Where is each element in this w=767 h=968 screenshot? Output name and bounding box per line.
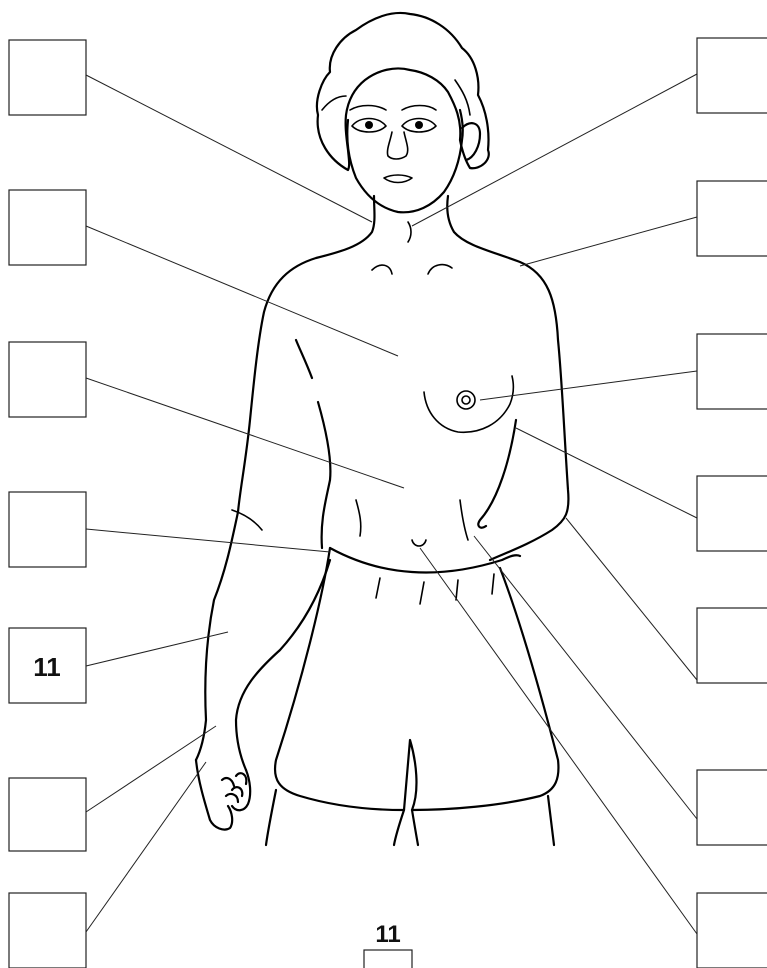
label-box-left-4[interactable]: [9, 492, 86, 567]
label-boxes-left: 11: [9, 40, 86, 968]
shorts-pleat-3: [456, 580, 458, 600]
shorts-pleat-4: [492, 574, 494, 594]
label-box-right-1[interactable]: [697, 38, 767, 113]
waist-left-curve: [356, 500, 361, 536]
page-footer: 11: [364, 921, 412, 968]
leader-right-5: [566, 518, 697, 680]
eyebrow-right: [402, 106, 436, 111]
shorts-pleat-1: [376, 578, 380, 598]
pupil-left: [365, 121, 373, 129]
navel: [412, 540, 426, 546]
left-arm-outer: [196, 512, 238, 760]
leg-inner-right: [412, 810, 418, 845]
label-box-right-6[interactable]: [697, 770, 767, 845]
pupil-right: [415, 121, 423, 129]
label-box-right-7[interactable]: [697, 893, 767, 968]
leg-right: [548, 796, 554, 845]
leader-right-4: [516, 428, 697, 518]
nipple-inner: [462, 396, 470, 404]
label-box-right-2[interactable]: [697, 181, 767, 256]
label-box-left-3[interactable]: [9, 342, 86, 417]
leader-right-3: [480, 371, 697, 400]
leg-left: [266, 790, 276, 845]
torso-outline-right: [447, 196, 568, 560]
clavicle-right: [428, 265, 452, 274]
waist-right-curve: [460, 500, 468, 540]
nipple-outer: [457, 391, 475, 409]
shorts-pleat-2: [420, 582, 424, 604]
label-box-left-7[interactable]: [9, 893, 86, 968]
leader-left-1: [86, 75, 372, 222]
female-figure: [196, 13, 568, 845]
label-box-left-1[interactable]: [9, 40, 86, 115]
label-box-right-3[interactable]: [697, 334, 767, 409]
leader-left-4: [86, 529, 330, 552]
finger-1: [236, 773, 246, 784]
leader-right-6: [474, 536, 697, 819]
mouth: [384, 175, 412, 183]
hair-detail-left: [322, 96, 346, 110]
nose: [387, 132, 407, 159]
leader-right-1: [412, 74, 697, 226]
label-box-right-4[interactable]: [697, 476, 767, 551]
neck-notch: [408, 222, 411, 242]
label-box-left-2[interactable]: [9, 190, 86, 265]
label-boxes-right: [697, 38, 767, 968]
clavicle-left: [372, 265, 392, 274]
footer-number: 11: [375, 921, 400, 948]
breast-outline: [424, 376, 513, 432]
footer-box: [364, 950, 412, 968]
face-outline: [347, 110, 463, 212]
leader-left-3: [86, 378, 404, 488]
leader-left-2: [86, 226, 398, 356]
leader-lines: [86, 74, 697, 934]
leader-right-2: [520, 217, 697, 266]
shorts-outline: [275, 548, 558, 810]
eyebrow-left: [350, 106, 386, 111]
left-arm-inner: [296, 340, 330, 548]
leader-right-7: [420, 548, 697, 934]
label-text-left-5: 11: [33, 652, 61, 682]
leader-left-7: [86, 762, 206, 932]
label-box-right-5[interactable]: [697, 608, 767, 683]
leg-inner-left: [394, 810, 404, 845]
torso-outline: [238, 196, 375, 512]
right-arm-bent: [478, 420, 516, 528]
label-box-left-6[interactable]: [9, 778, 86, 851]
